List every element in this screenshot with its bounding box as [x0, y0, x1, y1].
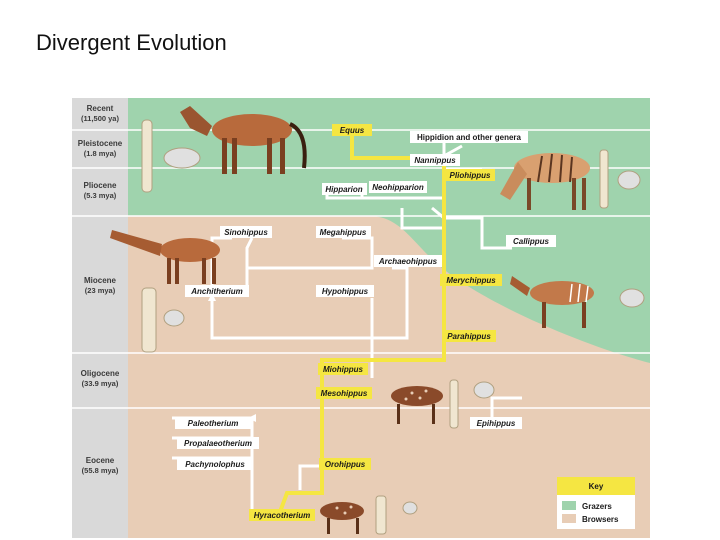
fossil-sketches	[141, 119, 645, 535]
label-paleotherium: Paleotherium	[188, 419, 239, 428]
label-parahippus: Parahippus	[447, 332, 491, 341]
label-sinohippus: Sinohippus	[224, 228, 268, 237]
key-browsers-label: Browsers	[582, 515, 619, 524]
equus-illustration	[180, 106, 307, 174]
label-propalaeotherium: Propalaeotherium	[184, 439, 252, 448]
horse-evolution-diagram: Recent (11,500 ya) Pleistocene (1.8 mya)…	[72, 98, 650, 538]
label-nannippus: Nannippus	[414, 156, 456, 165]
label-hippidion: Hippidion and other genera	[417, 133, 522, 142]
label-pliohippus: Pliohippus	[450, 171, 491, 180]
label-neohipparion: Neohipparion	[372, 183, 424, 192]
slide-title: Divergent Evolution	[36, 30, 227, 55]
age-oligocene: (33.9 mya)	[82, 379, 119, 388]
key-browsers-swatch	[562, 514, 576, 523]
label-miohippus: Miohippus	[323, 365, 364, 374]
age-recent: (11,500 ya)	[81, 114, 119, 123]
merychippus-illustration	[510, 276, 594, 328]
label-megahippus: Megahippus	[320, 228, 367, 237]
epoch-pliocene: Pliocene	[84, 181, 117, 190]
key-grazers-label: Grazers	[582, 502, 612, 511]
zebra-like-illustration	[500, 153, 590, 210]
epoch-eocene: Eocene	[86, 456, 115, 465]
age-eocene: (55.8 mya)	[82, 466, 119, 475]
epoch-miocene: Miocene	[84, 276, 117, 285]
anchitherium-illustration	[110, 230, 220, 284]
epoch-pleistocene: Pleistocene	[78, 139, 123, 148]
genus-labels: Equus Hippidion and other genera Nannipp…	[175, 124, 556, 521]
label-mesohippus: Mesohippus	[321, 389, 368, 398]
timeline-column	[72, 98, 128, 538]
label-callippus: Callippus	[513, 237, 550, 246]
epoch-recent: Recent	[87, 104, 114, 113]
label-epihippus: Epihippus	[477, 419, 516, 428]
label-merychippus: Merychippus	[446, 276, 496, 285]
label-anchitherium: Anchitherium	[190, 287, 243, 296]
mesohippus-illustration	[391, 386, 443, 424]
label-orohippus: Orohippus	[325, 460, 366, 469]
key-title: Key	[589, 482, 604, 491]
epoch-oligocene: Oligocene	[81, 369, 120, 378]
hyracotherium-illustration	[320, 502, 364, 534]
label-hypohippus: Hypohippus	[322, 287, 369, 296]
label-archaeohippus: Archaeohippus	[378, 257, 438, 266]
age-pleistocene: (1.8 mya)	[84, 149, 117, 158]
key-grazers-swatch	[562, 501, 576, 510]
label-equus: Equus	[340, 126, 365, 135]
label-hipparion: Hipparion	[325, 185, 362, 194]
age-pliocene: (5.3 mya)	[84, 191, 117, 200]
label-hyracotherium: Hyracotherium	[254, 511, 310, 520]
label-pachynolophus: Pachynolophus	[185, 460, 245, 469]
legend-key: Key Grazers Browsers	[557, 477, 635, 529]
age-miocene: (23 mya)	[85, 286, 116, 295]
